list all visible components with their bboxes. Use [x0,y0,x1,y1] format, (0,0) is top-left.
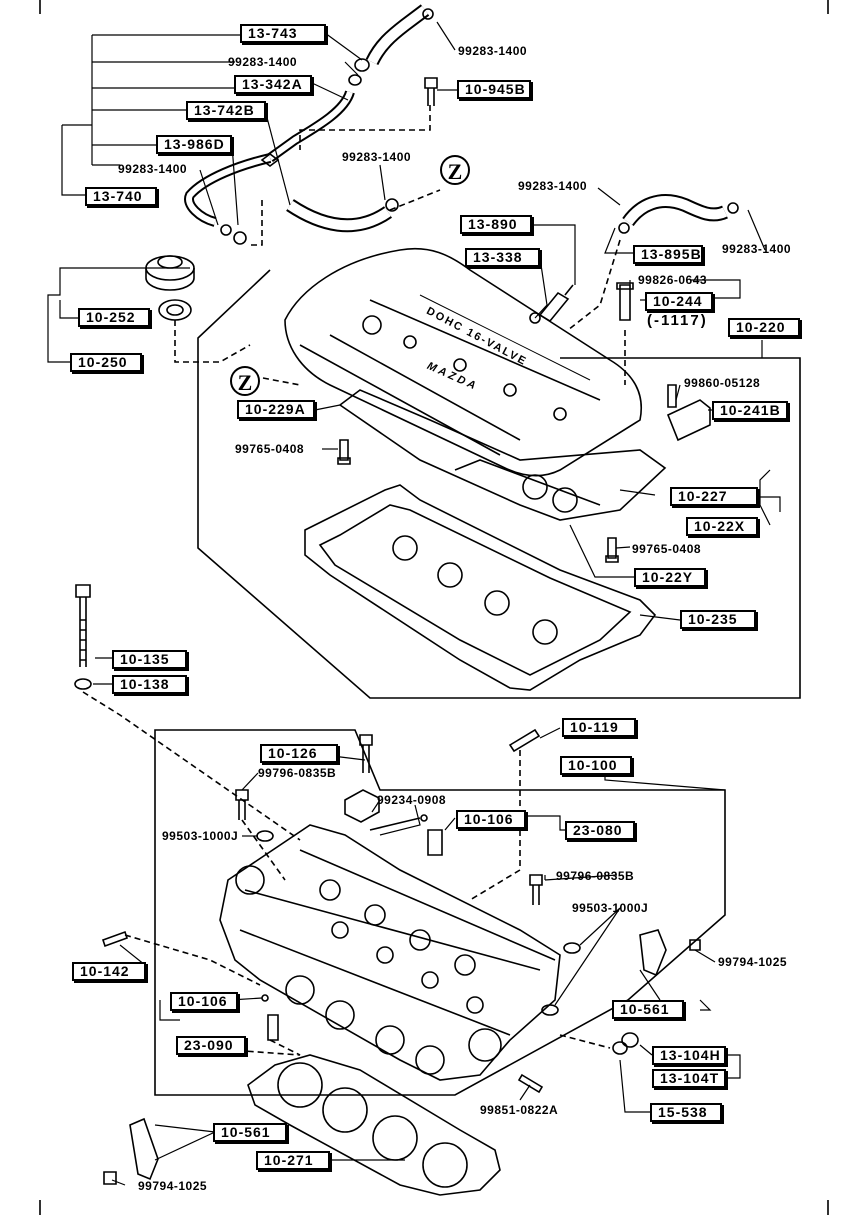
part-label-10-135[interactable]: 10-135 [112,650,187,669]
part-label-10-142[interactable]: 10-142 [72,962,146,981]
part-label-10-106[interactable]: 10-106 [456,810,526,829]
connection-marker-z-top: Z [440,155,470,185]
part-number-99796-0835B-b[interactable]: 99796-0835B [556,869,635,883]
part-label-15-538[interactable]: 15-538 [650,1103,722,1122]
part-label-13-338[interactable]: 13-338 [465,248,540,267]
part-number-99283-1400-c[interactable]: 99283-1400 [118,162,188,176]
part-label-13-986D[interactable]: 13-986D [156,135,232,154]
part-number-99794-1025-b[interactable]: 99794-1025 [138,1179,208,1193]
part-number-99283-1400-d[interactable]: 99283-1400 [342,150,412,164]
part-number-99765-0408-b[interactable]: 99765-0408 [632,542,702,556]
part-label-10-229A[interactable]: 10-229A [237,400,315,419]
part-label-10-138[interactable]: 10-138 [112,675,187,694]
part-label-10-244[interactable]: 10-244 [645,292,713,311]
part-number-99283-1400-a[interactable]: 99283-1400 [458,44,528,58]
part-label-23-090[interactable]: 23-090 [176,1036,246,1055]
part-label-10-271[interactable]: 10-271 [256,1151,330,1170]
part-label-10-126[interactable]: 10-126 [260,744,338,763]
part-label-13-740[interactable]: 13-740 [85,187,157,206]
cover-gasket [338,389,667,521]
part-label-10-227[interactable]: 10-227 [670,487,758,506]
part-number-99234-0908[interactable]: 99234-0908 [377,793,447,807]
cylinder-head-cover [284,247,642,477]
cylinder-head [219,824,561,1081]
part-label-10-235[interactable]: 10-235 [680,610,756,629]
part-label-10-252[interactable]: 10-252 [78,308,150,327]
part-label-10-945B[interactable]: 10-945B [457,80,531,99]
part-number-99765-0408-a[interactable]: 99765-0408 [235,442,305,456]
part-label-10-100[interactable]: 10-100 [560,756,632,775]
part-number-99851-0822A[interactable]: 99851-0822A [480,1103,559,1117]
part-label-10-561-lower[interactable]: 10-561 [213,1123,287,1142]
head-gasket [247,1054,501,1196]
part-label-23-080[interactable]: 23-080 [565,821,635,840]
part-label-10-106-lower[interactable]: 10-106 [170,992,238,1011]
part-label-10-561[interactable]: 10-561 [612,1000,684,1019]
part-number-99503-1000J-b[interactable]: 99503-1000J [572,901,649,915]
part-label-13-895B[interactable]: 13-895B [633,245,703,264]
part-label-13-342A[interactable]: 13-342A [234,75,312,94]
part-label-10-22X[interactable]: 10-22X [686,517,758,536]
part-label-10-22Y[interactable]: 10-22Y [634,568,706,587]
connection-marker-z-left: Z [230,366,260,396]
head-cover-gasket [304,484,657,691]
part-number-99826-0643[interactable]: 99826-0643 [638,273,708,287]
part-label-10-220[interactable]: 10-220 [728,318,800,337]
part-number-99796-0835B-a[interactable]: 99796-0835B [258,766,337,780]
part-number-99283-1400-e[interactable]: 99283-1400 [518,179,588,193]
part-label-13-743[interactable]: 13-743 [240,24,326,43]
part-number-99283-1400-f[interactable]: 99283-1400 [722,242,792,256]
part-label-10-241B[interactable]: 10-241B [712,401,788,420]
part-number-99503-1000J-a[interactable]: 99503-1000J [162,829,239,843]
part-label-13-104T[interactable]: 13-104T [652,1069,726,1088]
part-label-10-250[interactable]: 10-250 [70,353,142,372]
part-label-13-890[interactable]: 13-890 [460,215,532,234]
cover-group-outline [197,269,801,699]
part-number-99860-05128[interactable]: 99860-05128 [684,376,761,390]
part-label-10-119[interactable]: 10-119 [562,718,636,737]
part-number-99794-1025-a[interactable]: 99794-1025 [718,955,788,969]
part-label-13-104H[interactable]: 13-104H [652,1046,726,1065]
part-number-99283-1400-b[interactable]: 99283-1400 [228,55,298,69]
range-note: (-1117) [647,312,708,329]
part-label-13-742B[interactable]: 13-742B [186,101,266,120]
